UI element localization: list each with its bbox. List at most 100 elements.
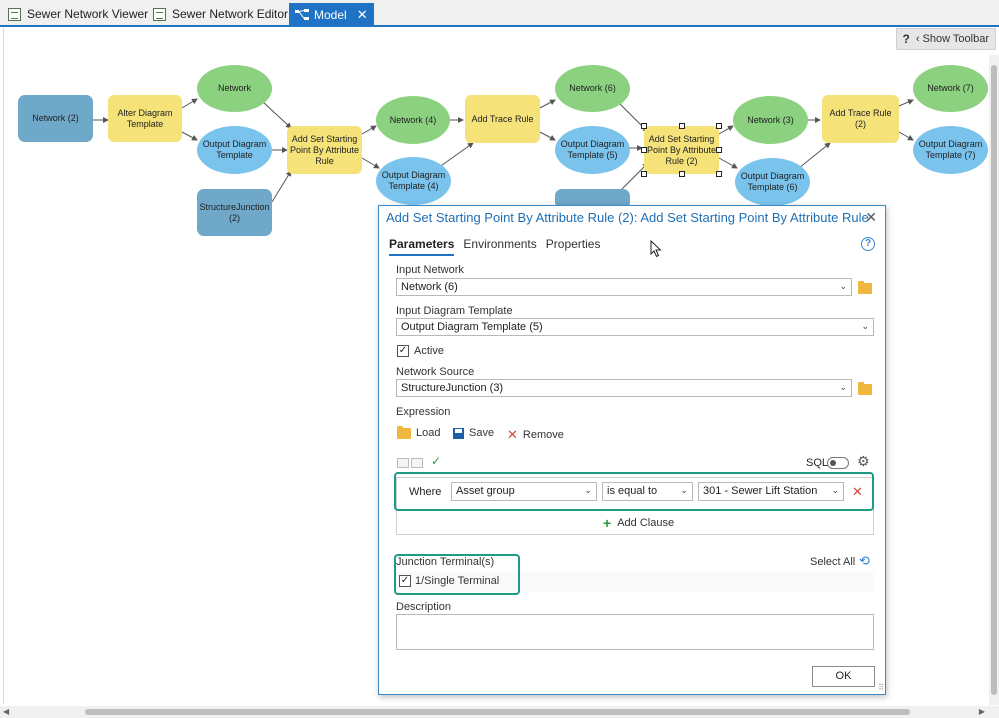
- input-network-value: Network (6): [401, 281, 458, 293]
- show-toolbar-label: Show Toolbar: [922, 33, 989, 45]
- selection-handle[interactable]: [679, 123, 685, 129]
- selection-handle[interactable]: [679, 171, 685, 177]
- close-icon[interactable]: ✕: [865, 209, 877, 225]
- tab-sewer-network-viewer[interactable]: Sewer Network Viewer: [2, 3, 154, 25]
- dialog-tabs: Parameters Environments Properties: [389, 237, 609, 256]
- model-node-output-diagram-template-4[interactable]: Output Diagram Template (4): [376, 157, 451, 205]
- junction-terminals-label: Junction Terminal(s): [396, 556, 495, 568]
- chevron-down-icon: ⌄: [861, 321, 869, 331]
- save-icon: [453, 427, 464, 439]
- remove-label: Remove: [522, 429, 564, 441]
- input-network-select[interactable]: Network (6) ⌄: [396, 278, 852, 296]
- input-template-select[interactable]: Output Diagram Template (5) ⌄: [396, 318, 874, 336]
- description-field[interactable]: [396, 614, 874, 650]
- highlight-box: [394, 472, 874, 511]
- remove-button[interactable]: ✕ Remove: [507, 427, 564, 443]
- tab-properties[interactable]: Properties: [545, 237, 601, 251]
- model-node-network-6[interactable]: Network (6): [555, 65, 630, 112]
- input-template-value: Output Diagram Template (5): [401, 321, 543, 333]
- terminal-checkbox[interactable]: ✓: [399, 575, 411, 587]
- ok-button[interactable]: OK: [812, 666, 875, 687]
- chevron-left-icon: ‹: [915, 33, 920, 45]
- field-select[interactable]: Asset group ⌄: [451, 482, 597, 501]
- model-node-network-4[interactable]: Network (4): [376, 96, 450, 144]
- mouse-cursor-icon: [650, 240, 662, 258]
- tab-label: Sewer Network Viewer: [27, 7, 149, 21]
- document-tab-strip: Sewer Network Viewer Sewer Network Edito…: [0, 0, 999, 27]
- help-icon[interactable]: ?: [861, 237, 875, 251]
- selection-handle[interactable]: [641, 123, 647, 129]
- sql-toggle[interactable]: [827, 457, 849, 469]
- resize-grip-icon[interactable]: ⠿: [878, 683, 884, 692]
- scrollbar-thumb[interactable]: [85, 709, 910, 715]
- scroll-right-icon[interactable]: ▶: [978, 707, 985, 716]
- refresh-icon[interactable]: ⟲: [859, 553, 870, 568]
- model-node-add-trace-rule[interactable]: Add Trace Rule: [465, 95, 540, 143]
- tab-label: Model: [314, 8, 347, 22]
- map-doc-icon: [8, 7, 21, 21]
- scroll-left-icon[interactable]: ◀: [3, 707, 10, 716]
- expression-mode-button[interactable]: [411, 458, 423, 468]
- close-tab-icon[interactable]: ✕: [356, 7, 368, 22]
- horizontal-scrollbar[interactable]: ◀ ▶: [0, 706, 999, 718]
- selection-handle[interactable]: [716, 171, 722, 177]
- selection-handle[interactable]: [716, 147, 722, 153]
- save-label: Save: [469, 427, 495, 439]
- vertical-scrollbar[interactable]: [989, 55, 999, 705]
- scrollbar-thumb[interactable]: [991, 65, 997, 695]
- model-node-network[interactable]: Network: [197, 65, 272, 112]
- folder-icon[interactable]: [858, 281, 872, 294]
- model-node-structure-junction-2[interactable]: StructureJunction (2): [197, 189, 272, 236]
- model-node-add-set-starting-point[interactable]: Add Set Starting Point By Attribute Rule: [287, 126, 362, 174]
- model-node-structure-junction-3[interactable]: [555, 189, 630, 209]
- gear-icon[interactable]: ⚙: [857, 453, 870, 469]
- tab-parameters[interactable]: Parameters: [389, 237, 455, 256]
- network-source-value: StructureJunction (3): [401, 382, 504, 394]
- folder-open-icon: [397, 425, 411, 439]
- selection-handle[interactable]: [716, 123, 722, 129]
- model-node-output-diagram-template-5[interactable]: Output Diagram Template (5): [555, 126, 630, 174]
- model-node-add-set-starting-point-2[interactable]: Add Set Starting Point By Attribute Rule…: [644, 126, 719, 174]
- model-node-alter-diagram-template[interactable]: Alter Diagram Template: [108, 95, 182, 142]
- value-value: 301 - Sewer Lift Station: [703, 485, 818, 497]
- tab-sewer-network-editor[interactable]: Sewer Network Editor: [147, 3, 294, 25]
- operator-value: is equal to: [607, 485, 658, 497]
- model-node-network-7[interactable]: Network (7): [913, 65, 988, 112]
- model-icon: [295, 8, 309, 22]
- select-all-link[interactable]: Select All: [810, 556, 856, 568]
- model-node-output-diagram-template-6[interactable]: Output Diagram Template (6): [735, 158, 810, 206]
- chevron-down-icon: ⌄: [839, 382, 847, 392]
- selection-handle[interactable]: [641, 147, 647, 153]
- validate-check-icon[interactable]: ✓: [431, 454, 442, 468]
- model-connections: [93, 98, 914, 203]
- network-source-select[interactable]: StructureJunction (3) ⌄: [396, 379, 852, 397]
- chevron-down-icon: ⌄: [839, 281, 847, 291]
- tab-model[interactable]: Model ✕: [289, 3, 374, 27]
- save-button[interactable]: Save: [453, 427, 494, 439]
- load-button[interactable]: Load: [397, 425, 441, 439]
- field-value: Asset group: [456, 485, 515, 497]
- chevron-down-icon: ⌄: [831, 485, 839, 495]
- model-node-add-trace-rule-2[interactable]: Add Trace Rule (2): [822, 95, 899, 143]
- add-clause-button[interactable]: + Add Clause: [603, 515, 674, 531]
- folder-icon[interactable]: [858, 382, 872, 395]
- selection-handle[interactable]: [641, 171, 647, 177]
- tab-environments[interactable]: Environments: [463, 237, 537, 251]
- model-node-output-diagram-template[interactable]: Output Diagram Template: [197, 126, 272, 174]
- value-select[interactable]: 301 - Sewer Lift Station ⌄: [698, 482, 844, 501]
- operator-select[interactable]: is equal to ⌄: [602, 482, 693, 501]
- plus-icon: +: [603, 515, 612, 531]
- remove-icon: ✕: [507, 427, 518, 442]
- load-label: Load: [416, 427, 441, 439]
- help-icon[interactable]: ?: [902, 32, 910, 46]
- model-node-output-diagram-template-7[interactable]: Output Diagram Template (7): [913, 126, 988, 174]
- active-checkbox[interactable]: ✓: [397, 345, 409, 357]
- model-node-network-2[interactable]: Network (2): [18, 95, 93, 142]
- expression-mode-button[interactable]: [397, 458, 409, 468]
- model-node-network-3[interactable]: Network (3): [733, 96, 808, 144]
- highlight-box: [394, 554, 520, 595]
- show-toolbar-button[interactable]: ? ‹ Show Toolbar: [895, 28, 996, 50]
- delete-clause-icon[interactable]: ✕: [852, 484, 863, 499]
- sql-label: SQL: [806, 457, 829, 469]
- tool-parameters-dialog: Add Set Starting Point By Attribute Rule…: [378, 205, 886, 695]
